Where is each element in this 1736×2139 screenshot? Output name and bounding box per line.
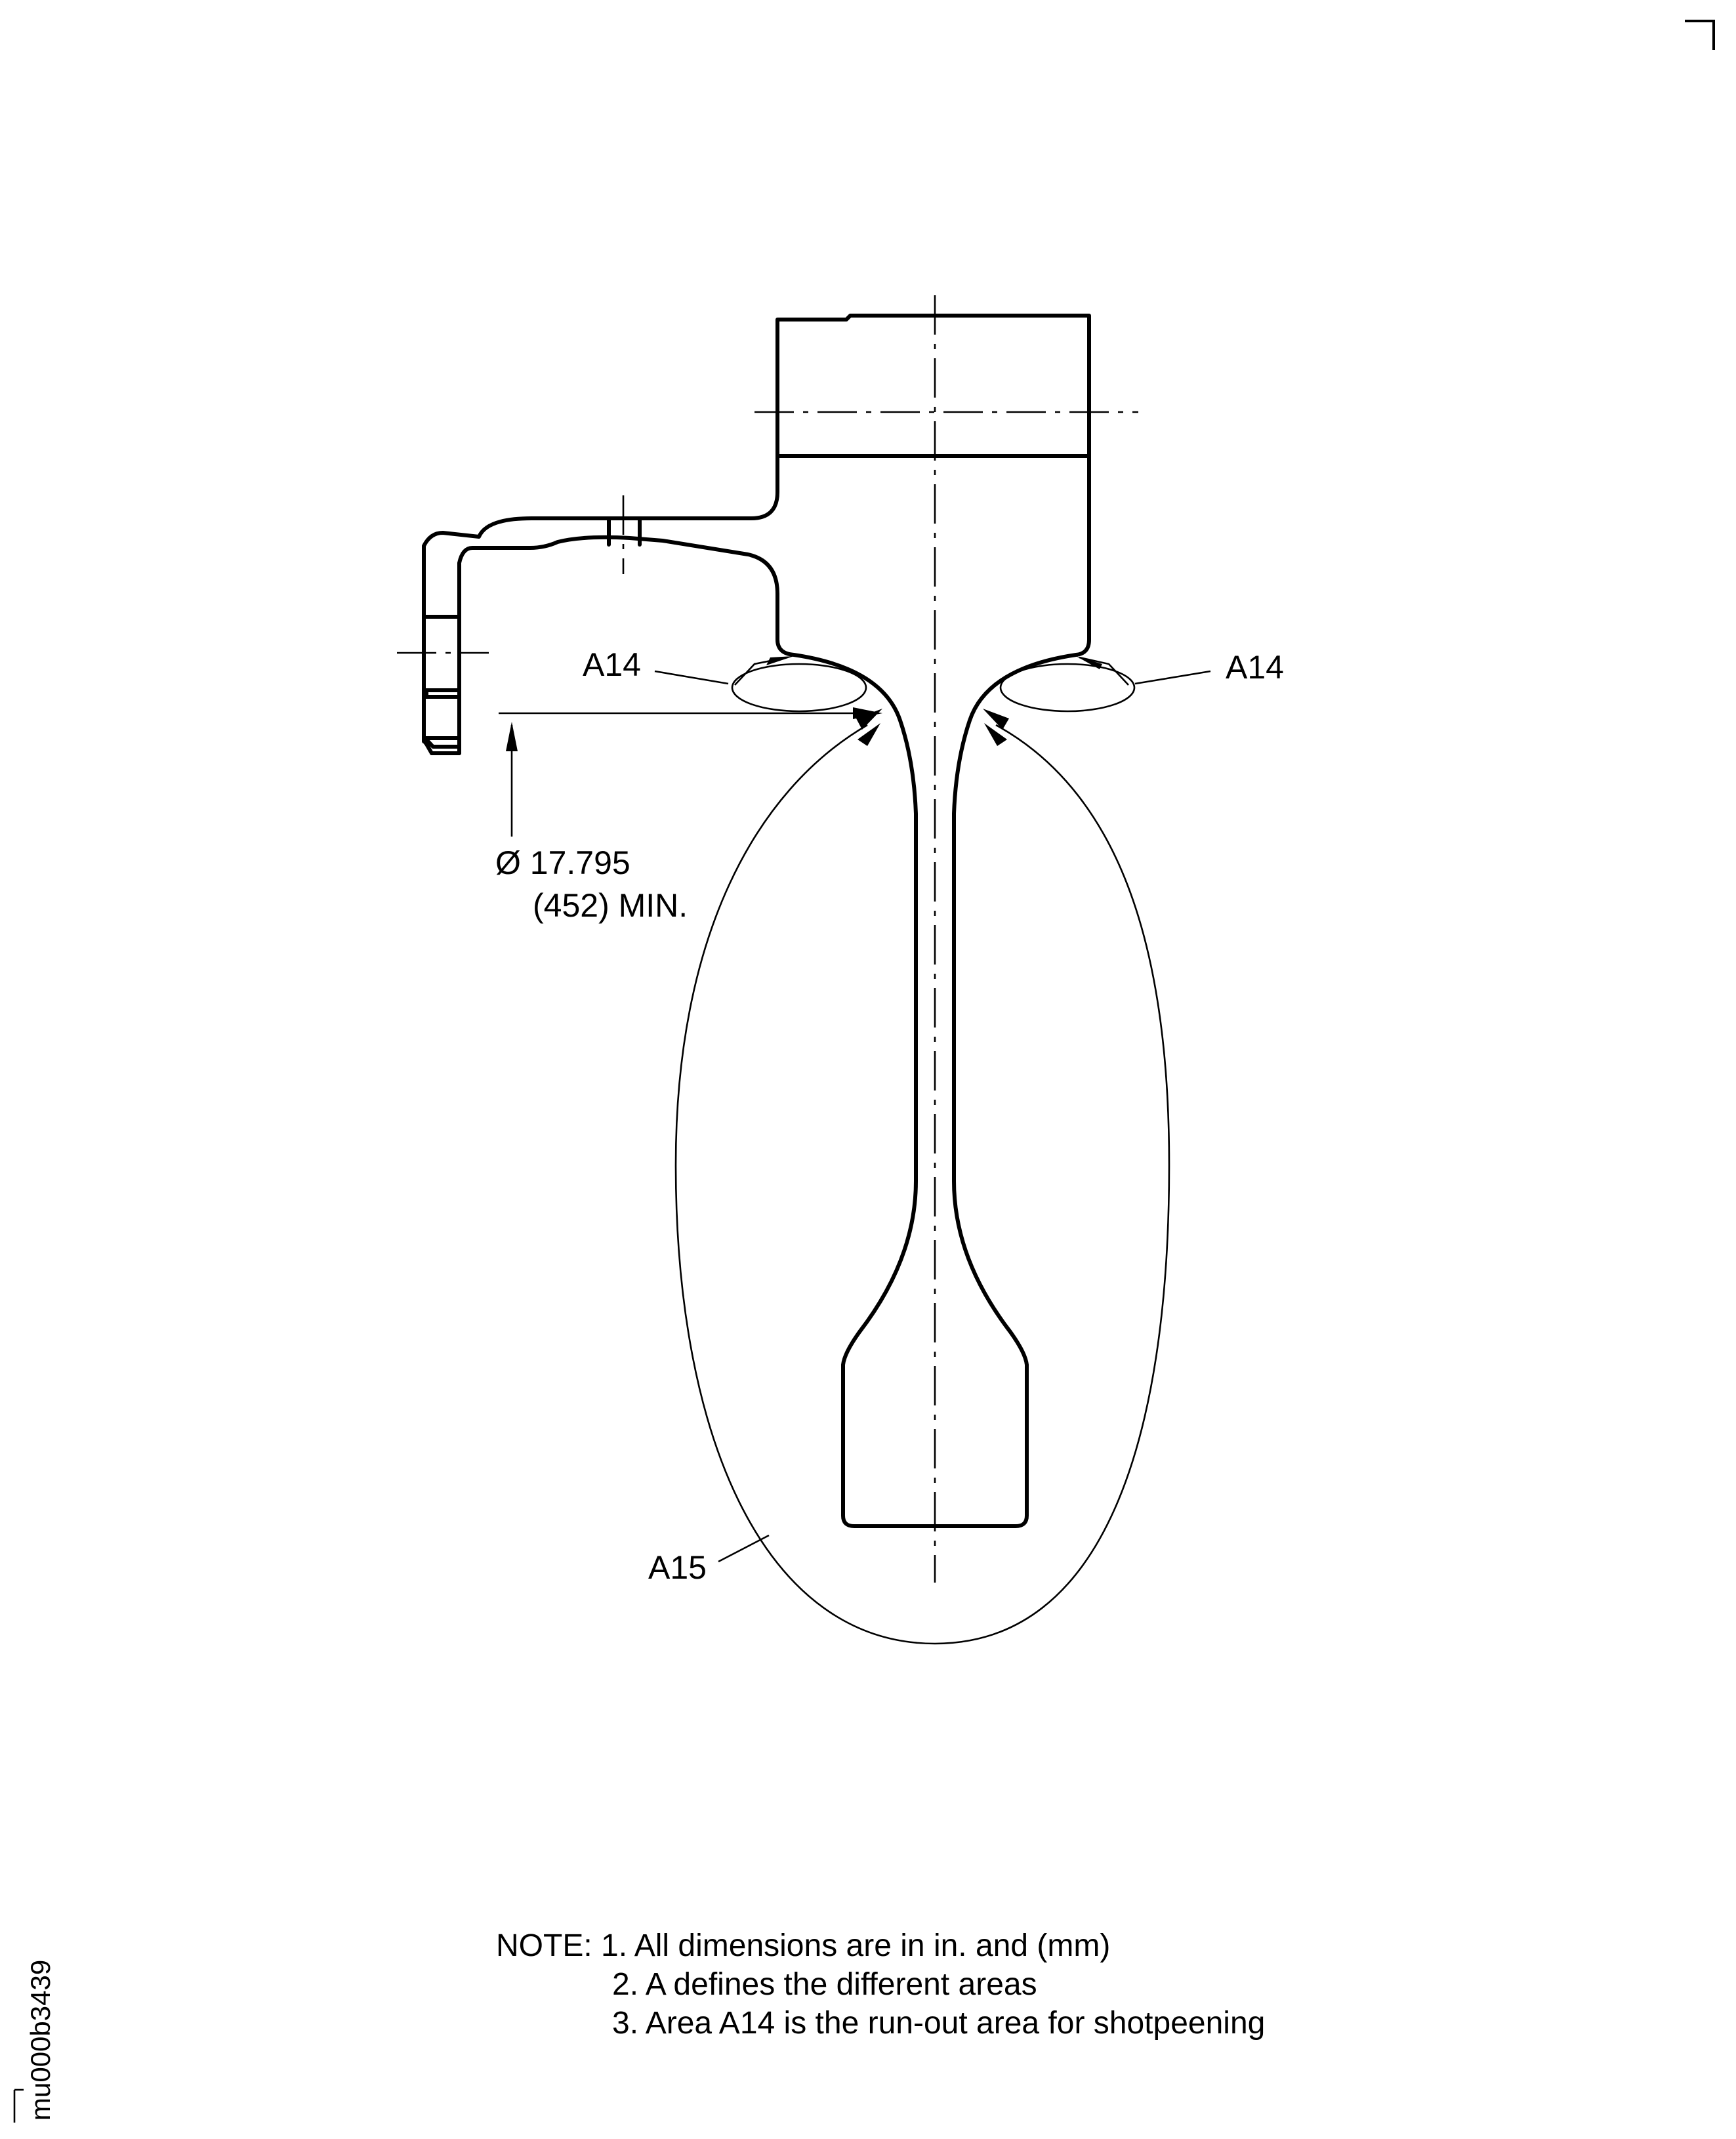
- note-line-3: 3. Area A14 is the run-out area for shot…: [612, 2006, 1265, 2041]
- note-line-1: NOTE: 1. All dimensions are in in. and (…: [496, 1928, 1110, 1963]
- dimension-diameter: Ø 17.795: [495, 844, 630, 881]
- label-a14-right: A14: [1226, 649, 1284, 686]
- corner-mark: [1685, 20, 1715, 50]
- part-outline: [422, 314, 1091, 1528]
- area-a14-right-ellipse: [999, 663, 1136, 713]
- label-a14-left: A14: [583, 646, 641, 683]
- area-a14-left-ellipse: [731, 663, 867, 713]
- figure-code: mu000b3439: [25, 1960, 56, 2121]
- diameter-dimension: [499, 707, 882, 837]
- label-a15: A15: [648, 1549, 707, 1586]
- note-line-2: 2. A defines the different areas: [612, 1967, 1037, 2002]
- dimension-metric: (452) MIN.: [533, 887, 688, 924]
- center-lines: [397, 295, 1138, 1583]
- area-a15-ellipse: [674, 724, 1170, 1645]
- leaders: [654, 656, 1211, 1563]
